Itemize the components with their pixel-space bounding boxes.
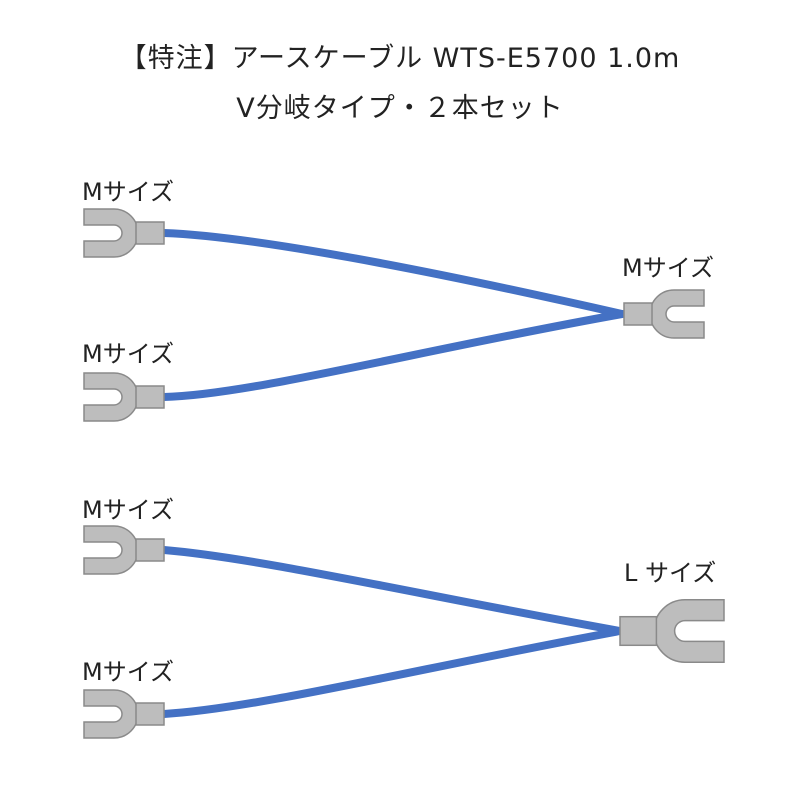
upper-cable-branch-1 [160,229,626,318]
upper-joined-fork-terminal [623,289,705,339]
lower-joined-fork-terminal [619,599,725,663]
lower-joined-label: L サイズ [624,559,717,587]
title-line-1: 【特注】アースケーブル WTS-E5700 1.0m [119,43,681,74]
lower-branch-1-label: Mサイズ [82,496,174,524]
lower-branch-2-fork-terminal [83,689,165,739]
upper-branch-2-fork-terminal [83,372,165,422]
upper-branch-2-label: Mサイズ [82,340,174,368]
lower-branch-1-fork-terminal [83,525,165,575]
cables [160,229,626,718]
lower-branch-2-label: Mサイズ [82,658,174,686]
upper-joined-label: Mサイズ [622,254,714,282]
lower-cable-branch-1 [160,546,624,635]
upper-branch-1-fork-terminal [83,208,165,258]
terminals [83,208,725,739]
lower-cable-branch-2 [160,627,624,718]
title-line-2: V分岐タイプ・２本セット [236,93,564,124]
upper-cable-branch-2 [160,310,626,401]
upper-branch-1-label: Mサイズ [82,178,174,206]
